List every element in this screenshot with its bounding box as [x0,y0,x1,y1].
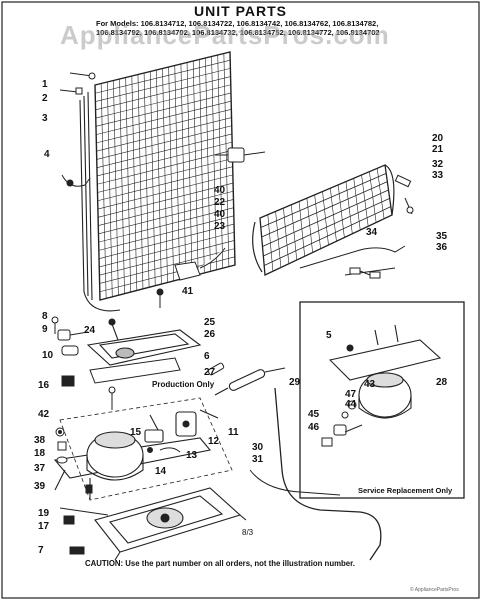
callout-47: 47 [345,389,357,400]
service-replacement-label: Service Replacement Only [358,486,453,495]
condenser-fan-bracket [94,487,247,561]
page-title: UNIT PARTS [194,3,287,19]
callout-14: 14 [155,466,167,477]
callout-25: 25 [204,317,216,328]
callout-27: 27 [204,367,216,378]
service-replacement-box [299,301,465,499]
models-list: For Models: 106.8134712, 106.8134722, 10… [96,19,476,37]
service-small-parts [321,400,363,447]
callout-7: 7 [38,545,44,556]
service-compressor [328,324,442,419]
models-line-1: For Models: 106.8134712, 106.8134722, 10… [96,19,379,28]
callout-11: 11 [228,427,239,438]
screw-part-1 [69,72,96,80]
base-plate [89,357,181,384]
callout-3: 3 [42,113,48,124]
callout-46: 46 [308,422,320,433]
callout-15: 15 [130,427,142,438]
callout-20: 20 [432,133,444,144]
dryer-part-27 [214,367,286,396]
defrost-heater-tube [299,245,406,269]
callout-13: 13 [186,450,198,461]
bolt-part-39 [85,484,93,494]
callout-29: 29 [289,377,301,388]
callout-45: 45 [308,409,320,420]
clip-part-2 [59,87,83,95]
production-only-label: Production Only [152,380,215,389]
wire-part-13 [159,447,181,453]
models-line-2: 106.8134792, 106.8134702, 106.8134732, 1… [96,28,380,37]
callout-21: 21 [432,144,444,155]
callout-5: 5 [326,330,332,341]
grommet-part-38 [55,427,65,437]
callout-37: 37 [34,463,46,474]
callout-39: 39 [34,481,46,492]
callout-43: 43 [364,379,376,390]
callout-9: 9 [42,324,48,335]
relay-part-9 [57,329,89,341]
capillary-tube-31 [249,469,341,496]
sleeve-part-18 [57,441,67,451]
callout-18: 18 [34,448,46,459]
callout-1: 1 [42,79,48,90]
suction-line-30 [274,387,382,561]
callout-10: 10 [42,350,54,361]
callout-22: 22 [214,197,226,208]
terminator-part-20 [215,147,266,163]
retainer-part-32 [394,174,414,215]
grommet-part-17 [63,515,75,525]
callout-42: 42 [38,409,50,420]
clip-part-14 [147,447,153,453]
callout-36: 36 [436,242,448,253]
callout-34: 34 [366,227,378,238]
evaporator-coil [252,164,395,276]
callout-40: 40 [214,209,226,220]
bracket-part-4 [61,174,91,187]
callout-28: 28 [436,377,448,388]
callout-17: 17 [38,521,50,532]
callout-4: 4 [44,149,50,160]
washer-part-37 [56,456,68,464]
callout-40: 40 [214,185,226,196]
callout-19: 19 [38,508,50,519]
callout-41: 41 [182,286,194,297]
callout-16: 16 [38,380,50,391]
condenser-coil [79,51,236,312]
screw-part-41 [156,288,164,308]
overload-part-16 [61,375,75,387]
callout-26: 26 [204,329,216,340]
page-reference: 8/3 [242,528,254,537]
callout-32: 32 [432,159,444,170]
production-only-outline [59,397,233,501]
mount-part-42 [108,386,116,410]
drain-pan [86,318,202,366]
watermark: AppliancePartsPros.com [60,20,390,50]
callout-30: 30 [252,442,264,453]
callout-35: 35 [436,231,448,242]
screw-part-19 [59,507,109,516]
heat-exchanger-part-26 [207,362,225,376]
callout-12: 12 [208,436,220,447]
grommet-part-8 [51,316,59,334]
callout-44: 44 [345,399,357,410]
callout-33: 33 [432,170,444,181]
callout-31: 31 [252,454,264,465]
caution-note: CAUTION: Use the part number on all orde… [85,559,355,568]
clip-part-23 [174,247,226,281]
callout-2: 2 [42,93,48,104]
callout-23: 23 [214,221,226,232]
callout-24: 24 [84,325,96,336]
copyright-note: © AppliancePartsPros [410,587,459,593]
heater-terminal-35 [349,267,381,279]
clip-part-7 [69,546,85,555]
callout-8: 8 [42,311,48,322]
capacitor-part-10 [61,345,79,356]
callout-38: 38 [34,435,46,446]
cover-part-12 [175,409,219,437]
callout-6: 6 [204,351,210,362]
